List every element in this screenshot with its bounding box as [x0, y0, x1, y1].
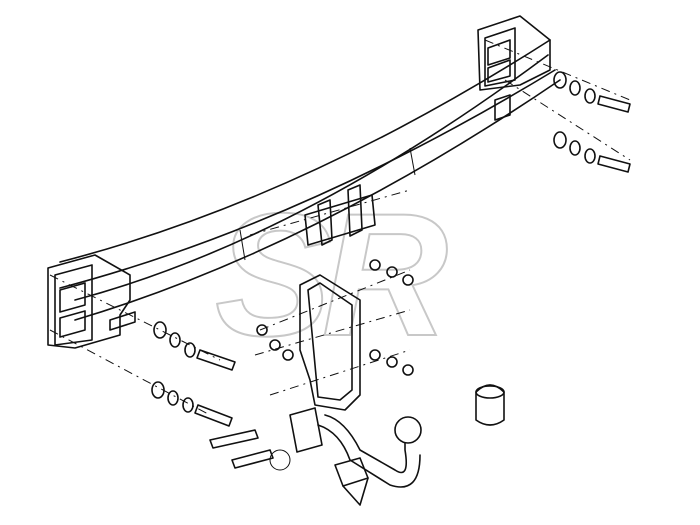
connector — [334, 457, 369, 506]
tow-ball — [317, 414, 422, 488]
watermark-text: SR — [215, 178, 448, 373]
bracket-left — [47, 254, 136, 349]
sr-watermark: SR — [214, 177, 459, 374]
socket-plate — [269, 407, 323, 471]
crossbar — [59, 39, 561, 321]
bracket-right — [477, 15, 551, 121]
center-plates — [304, 184, 376, 246]
ball-cover — [475, 384, 505, 426]
fasteners — [49, 39, 631, 469]
drop-arm — [299, 274, 361, 411]
